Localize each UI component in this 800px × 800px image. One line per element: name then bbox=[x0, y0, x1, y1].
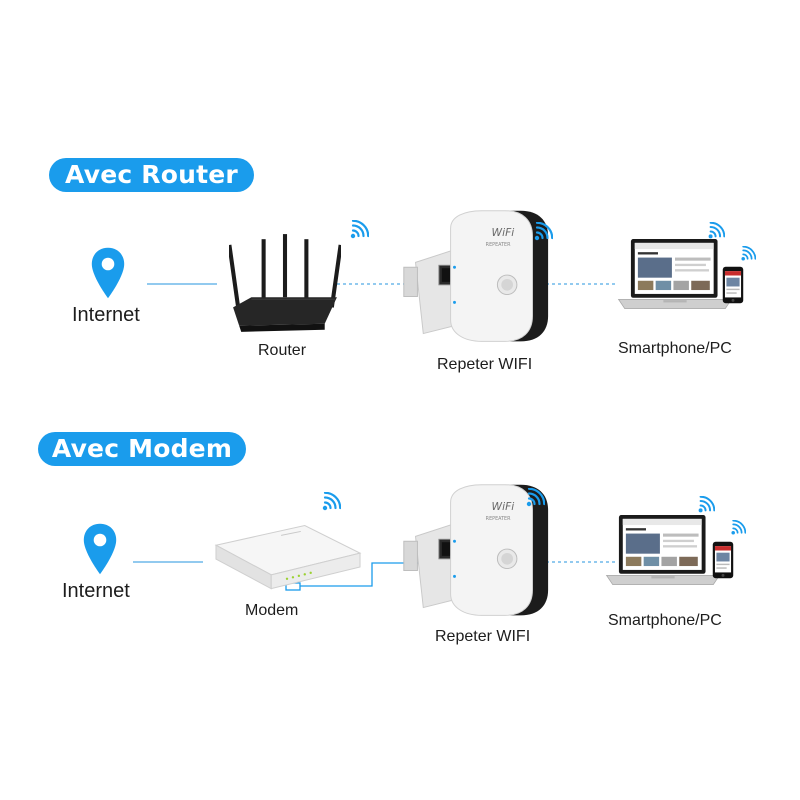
smartphone-image bbox=[712, 541, 734, 579]
router-label: Router bbox=[258, 342, 307, 359]
modem-label: Modem bbox=[245, 602, 299, 619]
client-label: Smartphone/PC bbox=[608, 612, 722, 629]
wifi-signal-icon bbox=[730, 520, 746, 536]
repeater-label: Repeter WIFI bbox=[435, 628, 531, 645]
section-heading-router: Avec Router bbox=[49, 158, 254, 192]
wifi-signal-icon bbox=[321, 492, 341, 512]
modem-image bbox=[214, 523, 362, 603]
wifi-signal-icon bbox=[525, 488, 545, 508]
wifi-signal-icon bbox=[697, 496, 715, 514]
laptop-image bbox=[605, 512, 721, 600]
repeater-label: Repeter WIFI bbox=[437, 356, 533, 373]
internet-label: Internet bbox=[62, 580, 130, 602]
section-heading-modem: Avec Modem bbox=[38, 432, 246, 466]
client-label: Smartphone/PC bbox=[618, 340, 732, 357]
internet-label: Internet bbox=[72, 304, 140, 326]
